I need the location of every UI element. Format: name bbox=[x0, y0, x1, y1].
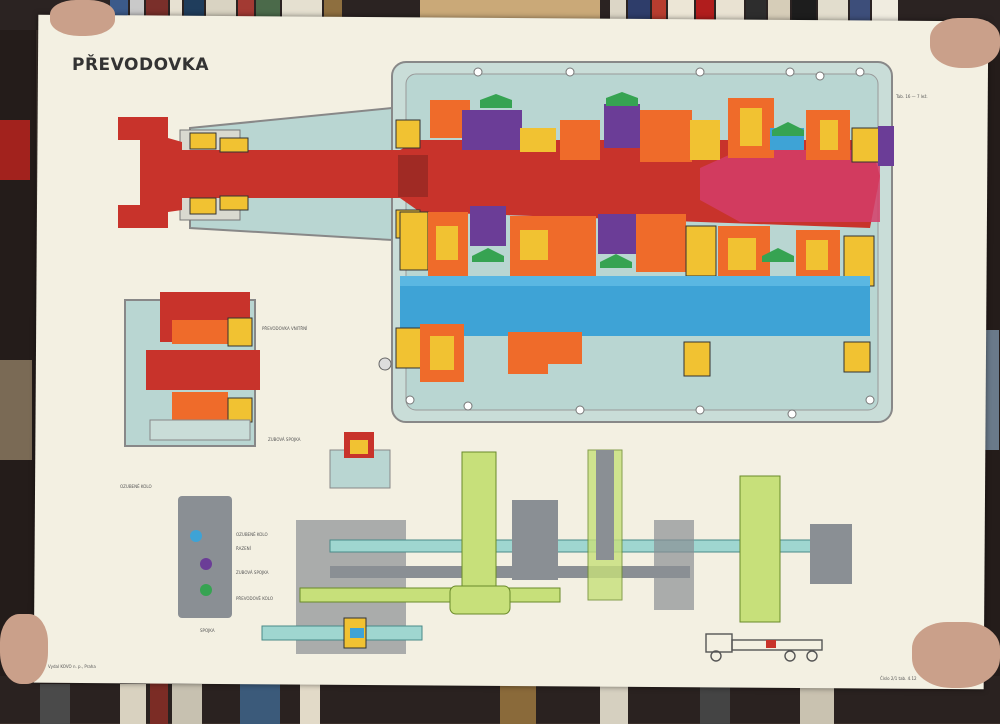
bookshelf-left bbox=[0, 30, 36, 676]
callout-2: ZUBOVÁ SPOJKA bbox=[268, 437, 301, 442]
hand-bottom-left bbox=[0, 614, 48, 684]
hand-top-right bbox=[930, 18, 1000, 68]
callout-8: SPOJKA bbox=[200, 628, 215, 633]
middle-gears bbox=[399, 206, 875, 287]
countershaft-gears bbox=[378, 324, 871, 382]
callout-6: ZUBOVÁ SPOJKA bbox=[236, 570, 269, 575]
callout-4: OZUBENÉ KOLO bbox=[236, 532, 268, 537]
housing-bolts bbox=[405, 67, 875, 419]
main-shaft bbox=[118, 117, 880, 228]
upper-gears bbox=[430, 92, 894, 166]
callout-5: ŘAZENÍ bbox=[236, 546, 251, 551]
countershaft bbox=[400, 276, 870, 336]
hand-bottom-right bbox=[912, 622, 1000, 688]
footer-right: Číslo 2/1 tab. 4.12 bbox=[880, 676, 917, 681]
truck-icon bbox=[705, 633, 823, 662]
poster-title: PŘEVODOVKA bbox=[72, 55, 210, 75]
label-top-right: Tab. 16 — 7 lež. bbox=[896, 94, 928, 99]
callout-7: PŘEVODOVÉ KOLO bbox=[236, 596, 274, 601]
small-detail bbox=[329, 432, 391, 489]
side-detail bbox=[124, 292, 260, 447]
callout-1: PŘEVODOVKA VNITŘNÍ bbox=[262, 326, 308, 331]
hand-top-left bbox=[50, 0, 115, 36]
footer-left: Vydal KOVO n. p., Praha bbox=[48, 664, 96, 669]
shift-mechanism bbox=[178, 449, 852, 654]
callout-3: OZUBENÉ KOLO bbox=[120, 484, 152, 489]
